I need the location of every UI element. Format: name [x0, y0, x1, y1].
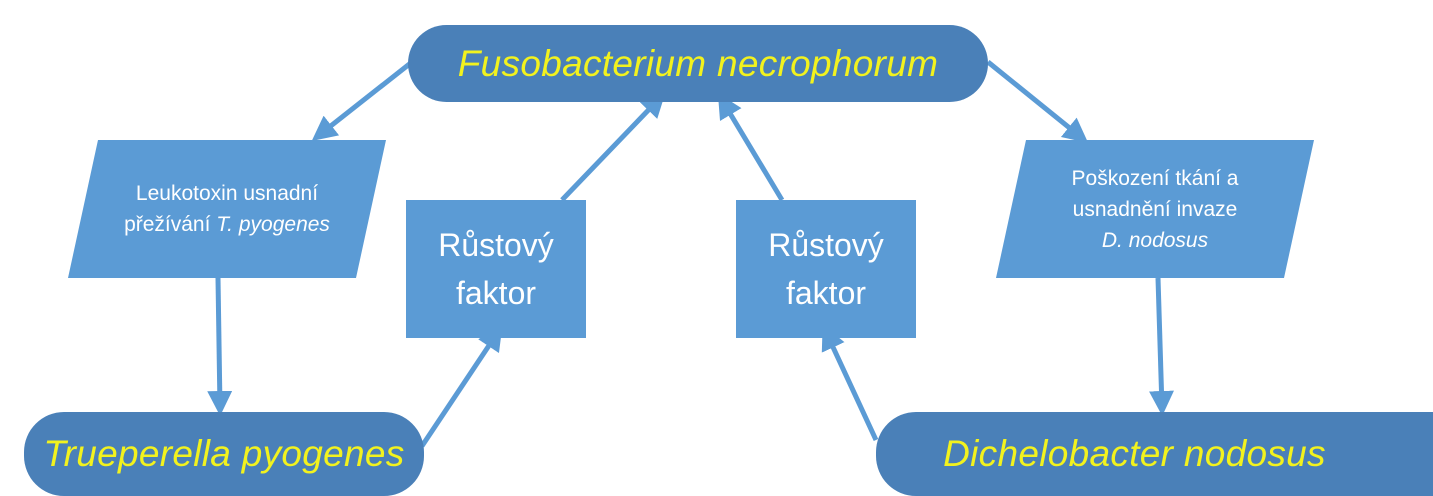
node-dichelobacter: Dichelobacter nodosus — [876, 412, 1433, 496]
node-leukotoxin: Leukotoxin usnadní přežívání T. pyogenes — [68, 140, 386, 278]
arrow-leukotoxin-to-trueperella — [207, 277, 233, 416]
node-tissue-damage-line3: D. nodosus — [1072, 225, 1239, 256]
arrow-growth-factor-left-to-fuso — [560, 92, 666, 202]
node-fusobacterium-label: Fusobacterium necrophorum — [457, 42, 939, 84]
node-fusobacterium: Fusobacterium necrophorum — [408, 25, 988, 102]
node-tissue-damage-line1: Poškození tkání a — [1071, 166, 1239, 190]
node-leukotoxin-line2-italic: T. pyogenes — [216, 213, 330, 236]
node-growth-factor-right-line2: faktor — [785, 275, 867, 311]
node-dichelobacter-label: Dichelobacter nodosus — [943, 433, 1326, 474]
node-leukotoxin-line2: přežívání T. pyogenes — [124, 209, 330, 240]
node-tissue-damage-line3-italic: D. nodosus — [1101, 228, 1209, 252]
node-growth-factor-right-line1: Růstový — [768, 227, 884, 263]
node-tissue-damage-shape — [996, 140, 1314, 278]
node-tissue-damage: Poškození tkání a usnadnění invaze D. no… — [996, 140, 1314, 278]
node-growth-factor-right: Růstový faktor — [736, 200, 916, 338]
node-leukotoxin-text: Leukotoxin usnadní přežívání T. pyogenes — [124, 178, 330, 240]
node-growth-factor-left: Růstový faktor — [406, 200, 586, 338]
node-tissue-damage-text: Poškození tkání a usnadnění invaze D. no… — [1072, 163, 1239, 256]
interaction-diagram: Fusobacterium necrophorum Trueperella py… — [24, 25, 1433, 496]
arrow-fuso-to-tissue-damage — [986, 60, 1089, 144]
arrow-dichelobacter-to-growth-factor-right — [821, 324, 879, 442]
node-leukotoxin-line1: Leukotoxin usnadní — [135, 182, 319, 205]
arrow-fuso-to-leukotoxin — [311, 60, 414, 141]
arrow-trueperella-to-growth-factor-left — [419, 325, 503, 448]
node-growth-factor-left-line2: faktor — [455, 275, 537, 311]
node-trueperella-label: Trueperella pyogenes — [43, 433, 405, 474]
node-trueperella: Trueperella pyogenes — [24, 412, 424, 496]
node-leukotoxin-line2-plain: přežívání — [124, 213, 217, 236]
arrow-growth-factor-right-to-fuso — [717, 93, 785, 202]
node-tissue-damage-line2: usnadnění invaze — [1072, 197, 1238, 221]
arrow-tissue-damage-to-dichelobacter — [1148, 277, 1174, 416]
arrows-layer — [207, 60, 1174, 448]
node-growth-factor-left-line1: Růstový — [438, 227, 554, 263]
node-leukotoxin-shape — [68, 140, 386, 278]
